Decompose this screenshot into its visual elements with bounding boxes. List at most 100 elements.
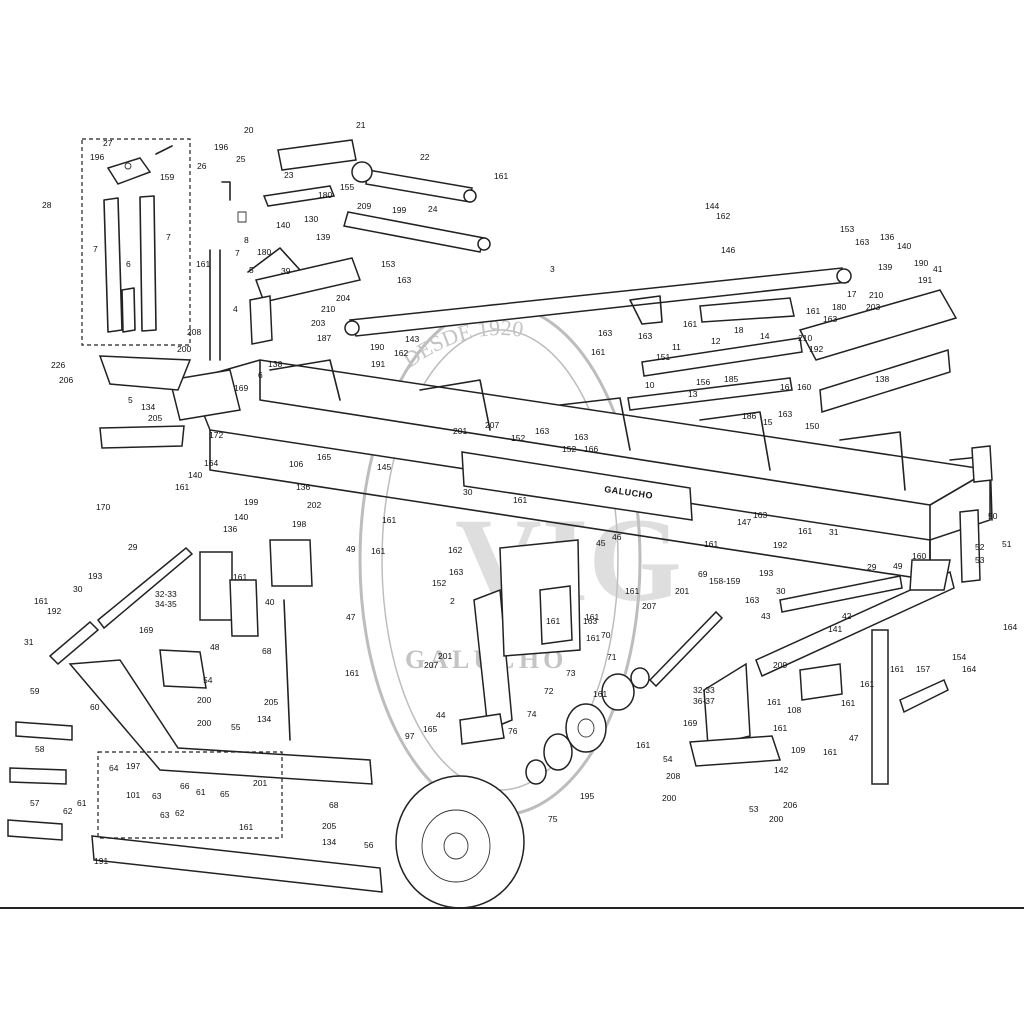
part-callout: 23 (284, 170, 294, 180)
part-callout: 163 (574, 432, 588, 442)
part-callout: 161 (585, 612, 599, 622)
part-callout: 54 (203, 675, 213, 685)
part-callout: 73 (566, 668, 576, 678)
part-callout: 97 (405, 731, 415, 741)
part-callout: 200 (662, 793, 676, 803)
part-callout: 195 (580, 791, 594, 801)
part-callout: 153 (840, 224, 854, 234)
part-callout: 157 (916, 664, 930, 674)
part-callout: 161 (890, 664, 904, 674)
part-callout: 202 (307, 500, 321, 510)
part-callout: 164 (1003, 622, 1017, 632)
part-callout: 134 (322, 837, 336, 847)
part-callout: 143 (405, 334, 419, 344)
part-callout: 201 (438, 651, 452, 661)
part-callout: 34-35 (155, 599, 177, 609)
part-callout: 46 (612, 532, 622, 542)
part-callout: 3 (550, 264, 555, 274)
right-subframe (627, 289, 958, 413)
part-callout: 207 (485, 420, 499, 430)
part-callout: 161 (704, 539, 718, 549)
part-callout: 163 (823, 314, 837, 324)
part-callout: 140 (276, 220, 290, 230)
part-callout: 163 (535, 426, 549, 436)
part-callout: 154 (952, 652, 966, 662)
part-callout: 42 (842, 611, 852, 621)
hub-assembly (525, 610, 724, 785)
part-callout: 57 (30, 798, 40, 808)
part-callout: 109 (791, 745, 805, 755)
part-callout: 172 (209, 430, 223, 440)
part-callout: 140 (188, 470, 202, 480)
part-callout: 161 (175, 482, 189, 492)
part-callout: 6 (258, 370, 263, 380)
part-callout: 47 (346, 612, 356, 622)
part-callout: 31 (829, 527, 839, 537)
part-callout: 14 (760, 331, 770, 341)
part-callout: 150 (805, 421, 819, 431)
part-callout: 146 (721, 245, 735, 255)
part-callout: 20 (244, 125, 254, 135)
part-callout: 12 (711, 336, 721, 346)
part-callout: 163 (598, 328, 612, 338)
part-callout: 161 (683, 319, 697, 329)
part-callout: 26 (197, 161, 207, 171)
part-callout: 27 (103, 138, 113, 148)
part-callout: 141 (828, 624, 842, 634)
part-callout: 161 (636, 740, 650, 750)
part-callout: 201 (675, 586, 689, 596)
part-callout: 68 (262, 646, 272, 656)
part-callout: 169 (683, 718, 697, 728)
part-callout: 201 (253, 778, 267, 788)
part-callout: 30 (73, 584, 83, 594)
part-callout: 161 (841, 698, 855, 708)
part-callout: 45 (596, 538, 606, 548)
part-callout: 161 (593, 689, 607, 699)
part-callout: 180 (318, 190, 332, 200)
part-callout: 31 (24, 637, 34, 647)
part-callout: 163 (583, 616, 597, 626)
part-callout: 47 (849, 733, 859, 743)
part-callout: 152 (511, 433, 525, 443)
part-callout: 106 (289, 459, 303, 469)
part-callout: 162 (448, 545, 462, 555)
part-callout: 53 (975, 555, 985, 565)
part-callout: 18 (734, 325, 744, 335)
part-callout: 30 (776, 586, 786, 596)
part-callout: 63 (160, 810, 170, 820)
part-callout: 62 (63, 806, 73, 816)
part-callout: 196 (90, 152, 104, 162)
part-callout: 205 (322, 821, 336, 831)
part-callout: 161 (382, 515, 396, 525)
part-callout: 206 (783, 800, 797, 810)
part-callout: 200 (197, 718, 211, 728)
part-callout: 153 (381, 259, 395, 269)
part-callout: 8 (244, 235, 249, 245)
part-callout: 21 (356, 120, 366, 130)
part-callout: 161 (371, 546, 385, 556)
part-callout: 156 (696, 377, 710, 387)
part-callout: 208 (187, 327, 201, 337)
part-callout: 190 (370, 342, 384, 352)
part-callout: 161 (196, 259, 210, 269)
part-callout: 69 (698, 569, 708, 579)
part-callout: 161 (625, 586, 639, 596)
part-callout: 163 (397, 275, 411, 285)
part-callout: 53 (749, 804, 759, 814)
part-callout: 190 (914, 258, 928, 268)
part-callout: 161 (823, 747, 837, 757)
part-callout: 197 (126, 761, 140, 771)
part-callout: 58 (35, 744, 45, 754)
part-callout: 61 (196, 787, 206, 797)
part-callout: 48 (210, 642, 220, 652)
part-callout: 29 (867, 562, 877, 572)
part-callout: 152 (432, 578, 446, 588)
part-callout: 152 (562, 444, 576, 454)
part-callout: 163 (449, 567, 463, 577)
part-callout: 200 (177, 344, 191, 354)
part-callout: 16 (780, 382, 790, 392)
part-callout: 11 (672, 342, 681, 352)
part-callout: 144 (705, 201, 719, 211)
part-callout: 191 (371, 359, 385, 369)
